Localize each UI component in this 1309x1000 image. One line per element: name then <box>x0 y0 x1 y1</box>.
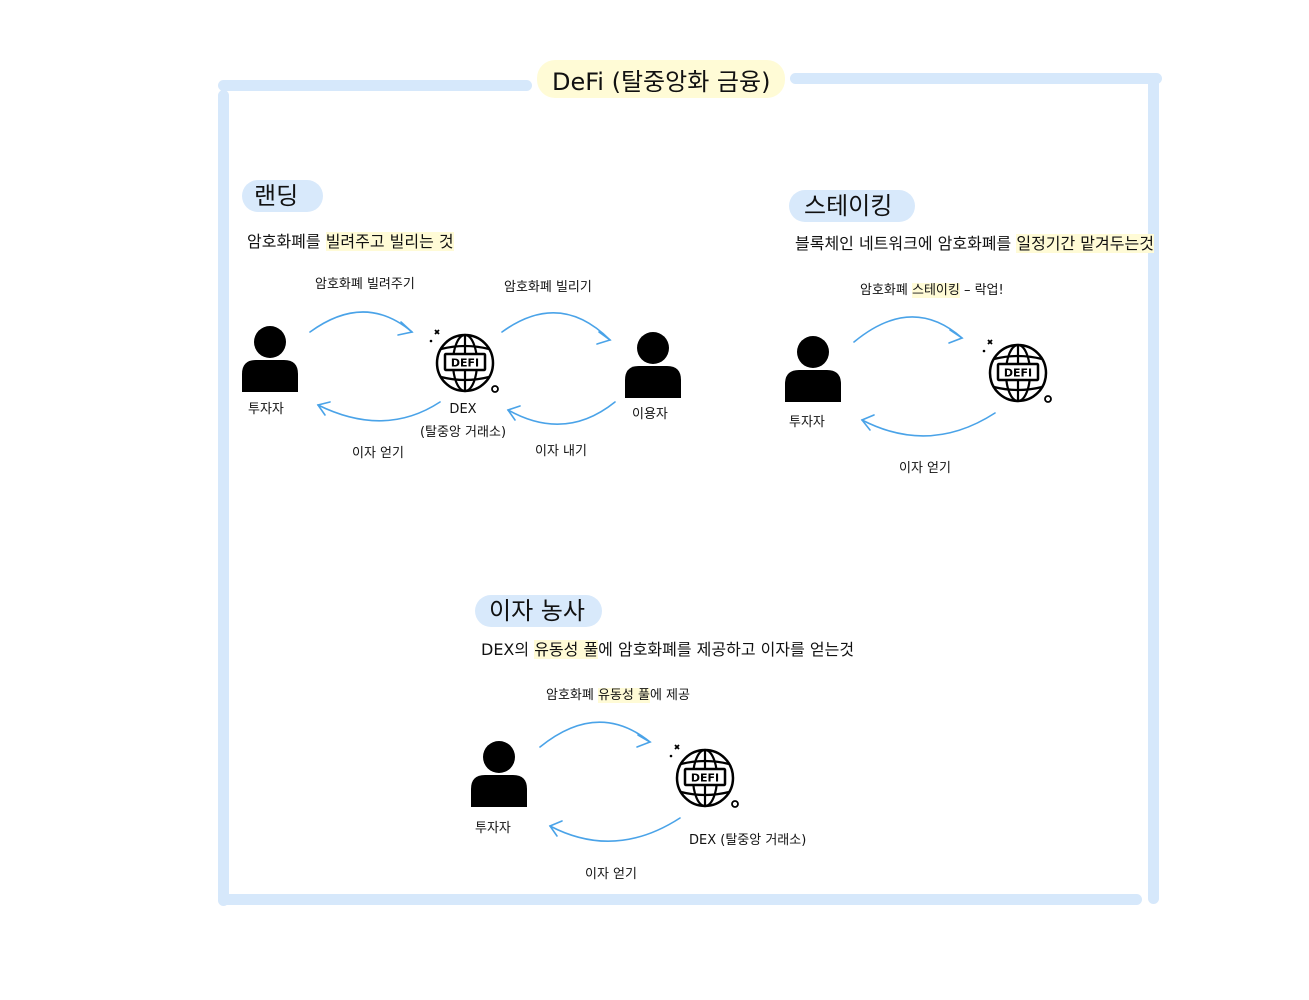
lending-heading-bg <box>242 180 323 212</box>
staking-heading-bg <box>789 190 915 222</box>
farming-arrow-label: 암호화폐 유동성 풀에 제공 <box>546 684 690 703</box>
staking-arrow-lockup <box>853 316 964 344</box>
farming-interest-label: 이자 얻기 <box>585 867 637 882</box>
farming-arrow-provide <box>539 721 652 748</box>
staking-arrow-suffix: – 락업! <box>959 283 1004 298</box>
lending-arrow-interest-earn <box>316 401 441 422</box>
farming-investor-person-icon <box>471 741 527 807</box>
farming-desc-text: DEX의 <box>481 640 535 659</box>
staking-arrow-highlight: 스테이킹 <box>911 283 960 298</box>
farming-arrow-suffix: 에 제공 <box>649 688 690 703</box>
frame-right <box>1148 78 1159 904</box>
lending-dex-label: DEX <box>449 402 477 417</box>
staking-interest-label: 이자 얻기 <box>899 461 951 476</box>
staking-investor-person-icon <box>785 336 841 402</box>
staking-description: 블록체인 네트워크에 암호화폐를 일정기간 맡겨두는것 <box>795 230 1154 254</box>
lending-arrow-lend-label: 암호화폐 빌려주기 <box>315 277 415 292</box>
staking-arrow-text: 암호화폐 <box>860 283 912 298</box>
farming-arrow-interest <box>548 817 681 842</box>
farming-dex-label: DEX (탈중앙 거래소) <box>689 833 807 848</box>
lending-arrow-borrow-label: 암호화폐 빌리기 <box>504 280 592 295</box>
page-title: DeFi (탈중앙화 금융) <box>552 68 771 96</box>
staking-arrow-interest <box>860 412 996 437</box>
frame-top-right <box>790 73 1162 84</box>
farming-arrow-highlight: 유동성 풀 <box>597 688 650 703</box>
lending-dex-defi-icon: DEFI <box>428 329 499 393</box>
farming-heading-bg <box>475 595 602 627</box>
title-highlight <box>537 60 785 98</box>
lending-description: 암호화폐를 빌려주고 빌리는 것 <box>247 228 454 252</box>
staking-investor-label: 투자자 <box>789 415 825 430</box>
staking-arrow-label: 암호화폐 스테이킹 – 락업! <box>860 279 1004 298</box>
lending-dex-sub-label: (탈중앙 거래소) <box>419 425 507 440</box>
frame-top-left <box>218 80 532 91</box>
lending-arrow-borrow <box>501 312 612 345</box>
lending-interest-pay-label: 이자 내기 <box>535 444 587 459</box>
lending-user-label: 이용자 <box>632 407 668 422</box>
farming-desc-highlight: 유동성 풀 <box>534 640 599 659</box>
staking-heading: 스테이킹 <box>804 192 893 220</box>
staking-desc-text: 블록체인 네트워크에 암호화폐를 <box>795 234 1017 253</box>
lending-arrow-interest-pay <box>506 401 616 425</box>
farming-heading: 이자 농사 <box>489 597 585 625</box>
frame-bottom <box>218 894 1142 905</box>
farming-dex-defi-icon: DEFI <box>668 744 739 808</box>
lending-user-person-icon <box>625 332 681 398</box>
farming-investor-label: 투자자 <box>475 821 511 836</box>
staking-defi-text: DEFI <box>1004 367 1032 380</box>
farming-desc-suffix: 에 암호화폐를 제공하고 이자를 얻는것 <box>598 640 855 659</box>
lending-desc-text: 암호화폐를 <box>247 232 326 251</box>
staking-desc-highlight: 일정기간 맡겨두는것 <box>1016 234 1154 253</box>
lending-investor-person-icon <box>242 326 298 392</box>
lending-desc-highlight: 빌려주고 빌리는 것 <box>325 232 454 251</box>
farming-defi-text: DEFI <box>691 772 719 785</box>
staking-defi-icon: DEFI <box>981 339 1052 403</box>
farming-arrow-text: 암호화폐 <box>546 688 598 703</box>
lending-investor-label: 투자자 <box>248 402 284 417</box>
lending-heading: 랜딩 <box>254 182 299 210</box>
lending-interest-earn-label: 이자 얻기 <box>352 446 404 461</box>
lending-defi-text: DEFI <box>451 357 479 370</box>
frame-left <box>218 90 229 906</box>
farming-description: DEX의 유동성 풀에 암호화폐를 제공하고 이자를 얻는것 <box>481 636 854 660</box>
lending-arrow-lend <box>309 311 414 336</box>
